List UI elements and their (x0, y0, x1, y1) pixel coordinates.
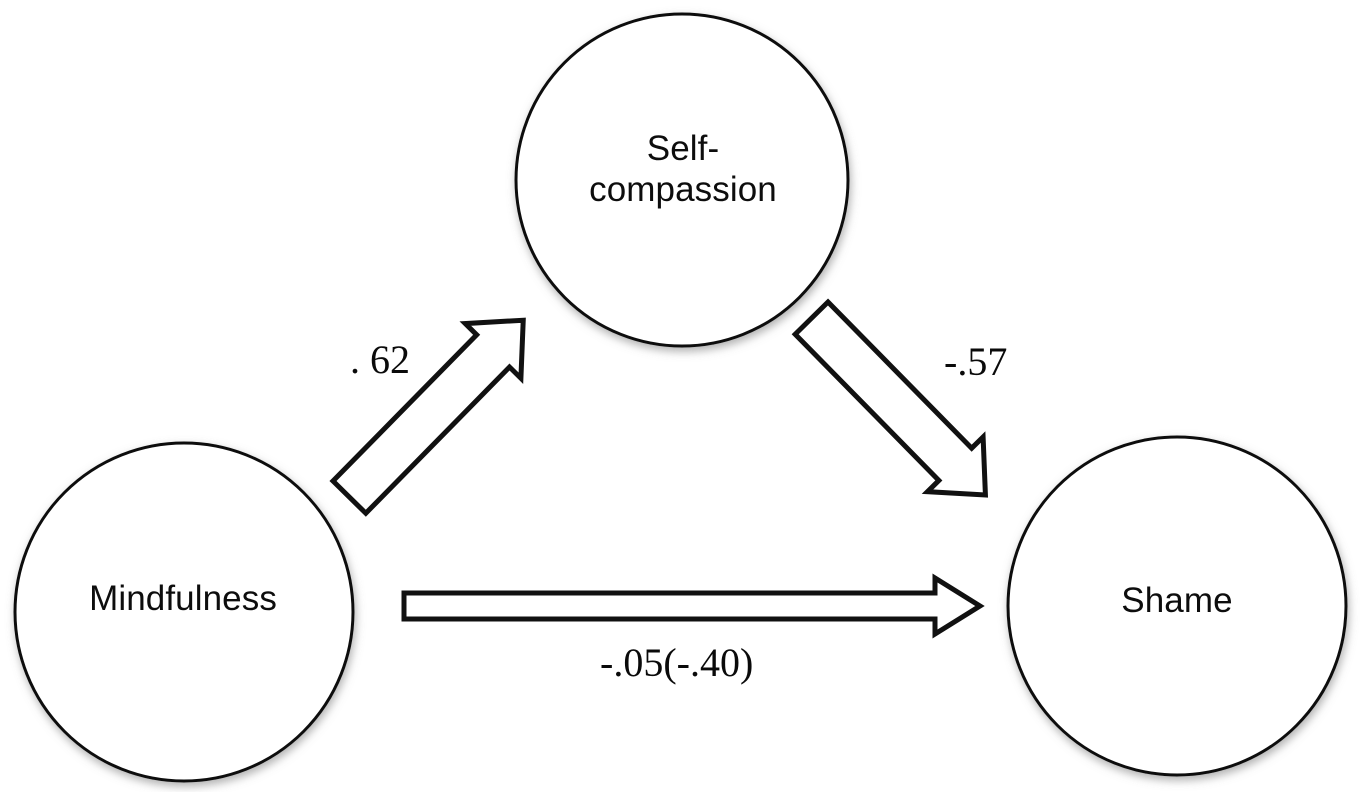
path-coefficient-a: . 62 (350, 337, 410, 382)
node-circle-shame[interactable] (1006, 435, 1348, 777)
node-circle-self-compassion[interactable] (514, 12, 850, 348)
path-coefficient-b: -.57 (944, 339, 1008, 384)
arrow-path-a[interactable] (322, 293, 551, 525)
arrow-path-b[interactable] (784, 291, 1013, 523)
path-coefficient-c: -.05(-.40) (600, 640, 754, 685)
arrow-path-c[interactable] (401, 573, 985, 639)
node-circle-mindfulness[interactable] (13, 441, 355, 783)
